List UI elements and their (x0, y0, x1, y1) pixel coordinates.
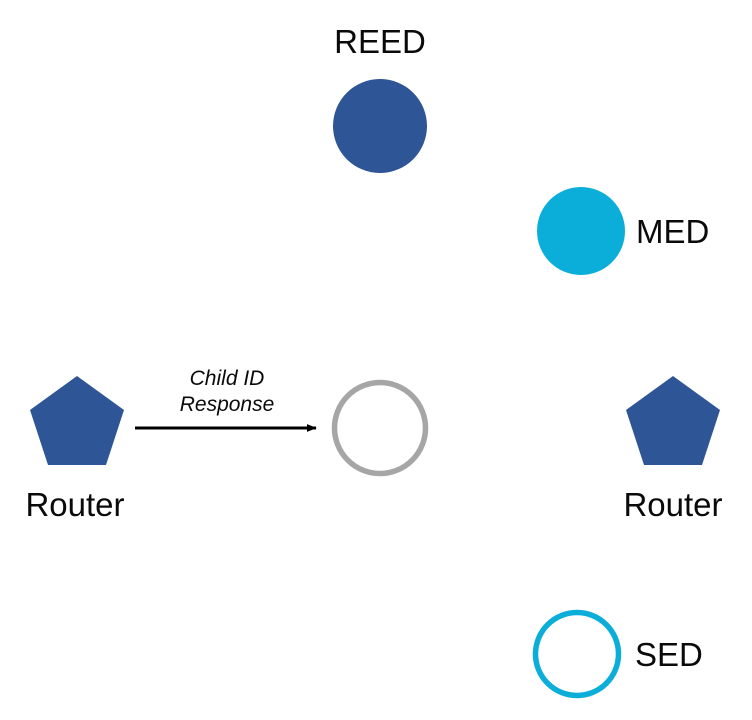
router-pentagon-icon[interactable] (30, 376, 124, 465)
edge-label-line-1: Child ID (190, 367, 265, 390)
reed-circle-icon[interactable] (333, 79, 427, 173)
node-router-right[interactable]: Router (623, 376, 723, 523)
node-router-left-label: Router (25, 486, 124, 523)
node-sed[interactable]: SED (532, 609, 703, 699)
sed-circle-outline-icon[interactable] (532, 609, 622, 699)
node-reed[interactable]: REED (333, 23, 427, 173)
edge-child-id-response[interactable]: Child ID Response (135, 367, 317, 432)
node-med-label: MED (636, 213, 709, 250)
node-sed-label: SED (635, 636, 703, 673)
node-reed-label: REED (334, 23, 426, 60)
router-pentagon-icon[interactable] (626, 376, 720, 465)
node-router-left[interactable]: Router (25, 376, 125, 523)
edge-label-line-2: Response (180, 393, 275, 416)
node-leader-center[interactable] (331, 379, 429, 477)
med-circle-icon[interactable] (537, 187, 625, 275)
node-router-right-label: Router (623, 486, 722, 523)
node-med[interactable]: MED (537, 187, 709, 275)
leader-circle-outline-icon[interactable] (331, 379, 429, 477)
